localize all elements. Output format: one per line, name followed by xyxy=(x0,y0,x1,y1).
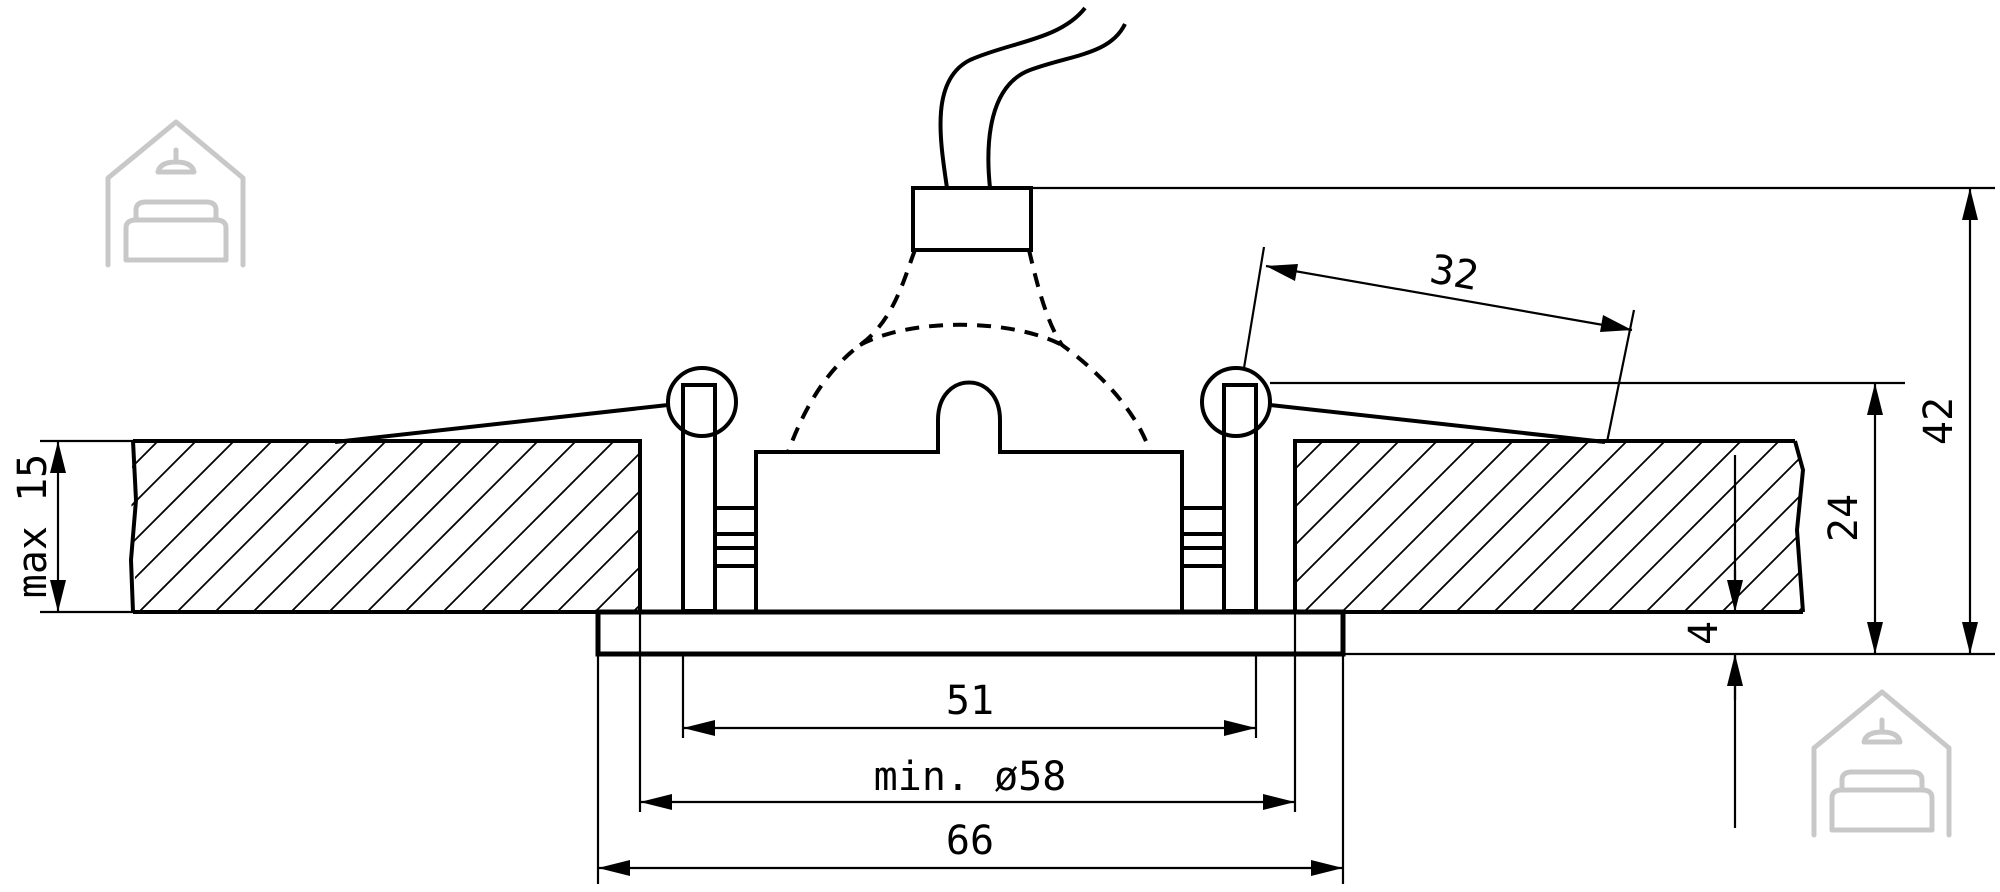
dim-label-inner-width: 51 xyxy=(946,678,994,724)
hatch-line xyxy=(709,441,880,612)
house-sofa-logo-icon xyxy=(105,119,246,268)
dim-label-overall-height: 42 xyxy=(1916,397,1962,445)
hatch-line xyxy=(1417,441,1590,612)
hatch-line xyxy=(594,441,640,612)
hatch-line xyxy=(366,441,539,612)
house-sofa-logo-icon xyxy=(1811,689,1952,838)
spring-clip-right xyxy=(1180,366,1606,613)
hatch-line xyxy=(1874,441,2000,612)
dim-label-outer-width: 66 xyxy=(946,818,994,864)
hatch-line xyxy=(1114,441,1285,612)
hatch-line xyxy=(1493,441,1666,612)
hatch-line xyxy=(556,441,640,612)
hatch-line xyxy=(252,441,425,612)
hatch-line xyxy=(1379,441,1552,612)
hatch-line xyxy=(632,441,640,612)
hatch-line xyxy=(138,441,311,612)
dim-label-cutout: min. ø58 xyxy=(874,754,1067,800)
hatch-line xyxy=(1455,441,1628,612)
hatch-line xyxy=(1295,441,1438,612)
hatch-line xyxy=(328,441,501,612)
hatch-line xyxy=(131,441,273,612)
hatch-line xyxy=(1303,441,1476,612)
power-cable xyxy=(938,6,1127,189)
hatch-line xyxy=(518,441,640,612)
lamp-housing xyxy=(754,380,1184,610)
hatch-line xyxy=(1645,441,1803,612)
base-flange xyxy=(595,609,1346,657)
hatch-line xyxy=(1759,441,1803,612)
hatch-line xyxy=(442,441,615,612)
dim-label-spring-reach: 32 xyxy=(1427,246,1482,300)
ceiling-slab-left xyxy=(128,439,956,614)
hatch-line xyxy=(290,441,463,612)
hatch-line xyxy=(1721,441,1803,612)
bulb-outline xyxy=(786,249,1152,453)
hatch-line xyxy=(785,441,956,612)
hatch-line xyxy=(131,441,197,612)
lamp-socket xyxy=(911,186,1033,252)
hatch-line xyxy=(1341,441,1514,612)
hatch-line xyxy=(214,441,387,612)
hatch-line xyxy=(1950,441,2000,612)
hatch-line xyxy=(1295,441,1400,612)
hatch-line xyxy=(176,441,349,612)
hatch-line xyxy=(1569,441,1742,612)
dim-label-flange-thickness: 4 xyxy=(1681,621,1727,645)
spring-clip-left xyxy=(334,366,758,613)
hatch-line xyxy=(1912,441,2000,612)
hatch-line xyxy=(131,441,235,612)
dimension-lines xyxy=(50,188,1978,876)
hatch-line xyxy=(1683,441,1803,612)
dim-label-body-height: 24 xyxy=(1821,494,1867,542)
hatch-line xyxy=(1607,441,1780,612)
hatch-line xyxy=(1295,441,1324,612)
hatch-line xyxy=(404,441,577,612)
hatch-line xyxy=(747,441,918,612)
hatch-line xyxy=(1531,441,1704,612)
hatch-line xyxy=(480,441,640,612)
hatch-line xyxy=(1295,441,1362,612)
ceiling-slab-right xyxy=(1114,439,2000,614)
dim-label-ceiling-thickness: max 15 xyxy=(10,454,56,599)
